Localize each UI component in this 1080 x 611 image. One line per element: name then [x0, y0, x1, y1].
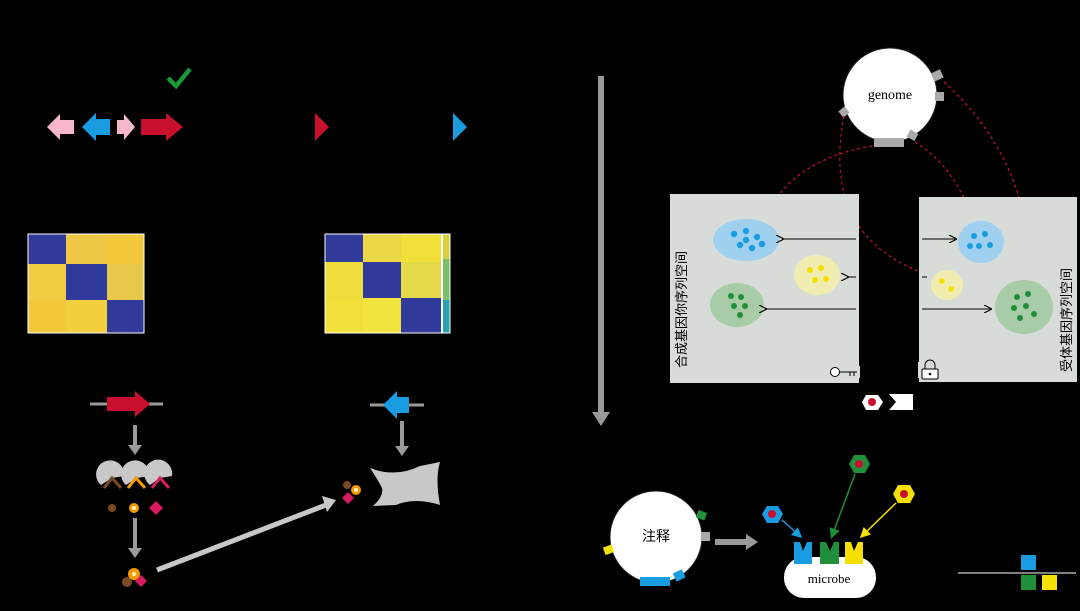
ligand-yellow — [859, 485, 915, 539]
cluster-yellow-right — [931, 270, 963, 300]
check-icon — [166, 67, 192, 90]
heatmap-right — [324, 233, 451, 334]
substrates — [108, 501, 163, 515]
mapping-double-arrows — [765, 239, 990, 309]
heatmap-left — [27, 233, 145, 334]
gene-arrow-pink-2 — [117, 114, 135, 140]
target-ligands — [342, 481, 361, 504]
enzyme-complex — [96, 459, 173, 490]
cluster-blue-right — [958, 221, 1004, 263]
genome-label: genome — [868, 88, 912, 103]
genome-circle: genome — [838, 47, 944, 147]
legend-blocks — [958, 555, 1076, 590]
annotation-circle: 注释 — [602, 490, 710, 586]
gene-marker-blue — [453, 113, 467, 141]
receptor-blue — [794, 542, 812, 564]
receptor-green — [820, 542, 839, 564]
cluster-yellow-left — [794, 255, 840, 295]
product-molecule — [122, 568, 147, 587]
down-arrow-1 — [128, 425, 142, 455]
synthetic-space-label: 合成基因你序列空间 — [674, 251, 689, 368]
ligand-green — [829, 455, 870, 539]
ligand-blue — [762, 506, 803, 538]
microbe-label: microbe — [808, 571, 851, 586]
diagonal-arrow — [156, 502, 327, 573]
cluster-green-left — [710, 283, 764, 327]
synthetic-sequence-space: 合成基因你序列空间 — [670, 194, 859, 383]
receptor-yellow — [845, 542, 863, 564]
gene-marker-red — [315, 113, 329, 141]
gene-cluster-left — [47, 113, 183, 141]
key-icon — [828, 366, 860, 378]
cluster-blue-left — [713, 219, 779, 261]
target-protein — [370, 462, 440, 506]
gene-red-on-line — [90, 391, 163, 417]
flag-icon — [889, 394, 913, 410]
hexagon-icon — [862, 395, 883, 410]
right-arrow — [715, 534, 758, 550]
receptor-sequence-space: 受体基因序列空间 — [919, 197, 1077, 382]
center-down-arrow — [592, 76, 610, 426]
gene-arrow-pink-1 — [47, 114, 74, 140]
down-arrow-2 — [128, 518, 142, 558]
receptor-space-label: 受体基因序列空间 — [1059, 268, 1074, 372]
annotation-label: 注释 — [642, 529, 670, 545]
microbe-cell: microbe — [784, 542, 876, 598]
cluster-green-right — [995, 280, 1053, 334]
down-arrow-3 — [395, 421, 409, 456]
lock-icon — [918, 359, 944, 380]
heatmap-colorbar — [443, 234, 450, 333]
gene-arrow-blue — [82, 113, 110, 141]
gene-arrow-red — [141, 113, 183, 141]
gene-blue-on-line — [370, 391, 424, 419]
